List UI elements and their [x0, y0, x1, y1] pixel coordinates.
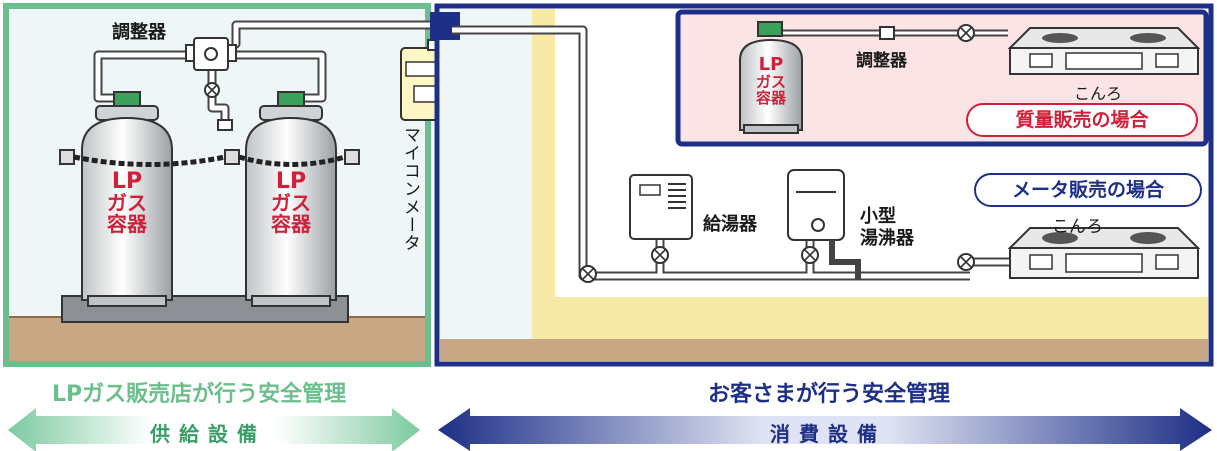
supply-ground [9, 317, 425, 361]
valve-icon [579, 265, 597, 283]
consumer-safety-title: お客さまが行う安全管理 [708, 382, 951, 407]
valve-icon [651, 246, 669, 264]
consumer-equipment-arrow [438, 408, 1212, 451]
water-heater-icon [629, 174, 693, 240]
small-heater-label-2: 湯沸器 [860, 228, 914, 249]
cylinder-2-text: LP ガス 容器 [259, 170, 323, 235]
mass-sale-case-pill: 質量販売の場合 [966, 103, 1198, 137]
mass-regulator-label: 調整器 [856, 51, 907, 71]
supply-safety-title: LPガス販売店が行う安全管理 [52, 382, 347, 407]
small-heater-label-1: 小型 [860, 206, 896, 227]
micon-meter-label: マイコンメータ [400, 126, 420, 252]
meter-stove-label: こんろ [1052, 217, 1103, 237]
supply-equipment-label: 供給設備 [150, 422, 266, 446]
mass-stove-label: こんろ [1074, 84, 1123, 103]
cylinder-1-line-3: 容器 [107, 212, 147, 237]
stove-icon [1007, 27, 1201, 75]
water-heater-label: 給湯器 [703, 214, 757, 235]
regulator-icon [185, 37, 237, 71]
cylinder-1-line-2: ガス [107, 191, 147, 216]
supply-area [3, 3, 452, 367]
small-water-heater-icon [787, 169, 861, 280]
lp-cylinder-small [739, 21, 803, 134]
safety-chain [59, 149, 360, 167]
consumer-equipment-label: 消費設備 [770, 422, 886, 446]
cylinder-2-line-2: ガス [271, 191, 311, 216]
small-cylinder-line-2: ガス [755, 72, 786, 91]
valve-icon [801, 246, 819, 264]
meter-sale-case-pill: メータ販売の場合 [974, 173, 1202, 207]
cylinder-2-line-1: LP [275, 169, 307, 194]
consumer-area [430, 3, 1214, 367]
small-cylinder-line-3: 容器 [755, 88, 786, 107]
cylinder-1-text: LP ガス 容器 [95, 170, 159, 235]
valve-icon [957, 24, 975, 42]
regulator-label: 調整器 [112, 22, 166, 43]
cylinder-1-line-1: LP [111, 169, 143, 194]
small-cylinder-text: LP ガス 容器 [741, 54, 801, 107]
valve-icon [204, 82, 220, 98]
stove-icon [1007, 227, 1201, 279]
supply-equipment-arrow [8, 408, 420, 451]
small-cylinder-line-1: LP [758, 54, 784, 75]
cylinder-2-line-3: 容器 [271, 212, 311, 237]
valve-icon [957, 253, 975, 271]
